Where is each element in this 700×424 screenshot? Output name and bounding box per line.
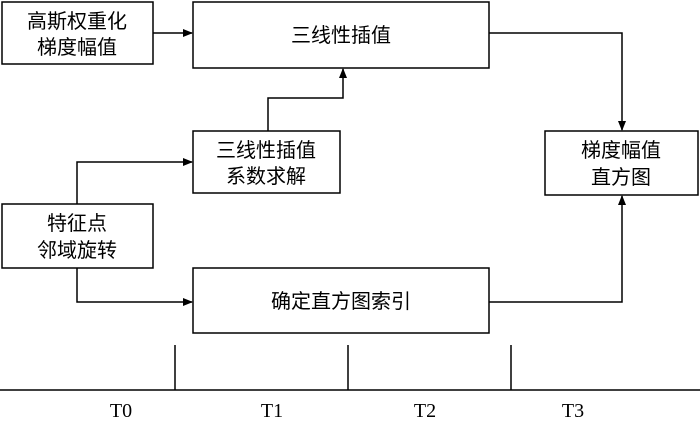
box-label: 直方图 [591, 165, 651, 189]
box-gradient-histogram: 梯度幅值 直方图 [544, 130, 699, 196]
box-label: 确定直方图索引 [271, 289, 411, 313]
box-label: 系数求解 [226, 164, 306, 188]
arrow-rotate-to-index [76, 268, 193, 306]
timeline-label-t0: T0 [110, 400, 132, 422]
box-trilinear-interpolation: 三线性插值 [192, 1, 490, 69]
box-label: 高斯权重化 [27, 9, 127, 33]
box-label: 梯度幅值 [37, 35, 117, 59]
box-gauss-weighted-gradient: 高斯权重化 梯度幅值 [1, 1, 154, 65]
arrow-trilinear-to-histogram [489, 32, 626, 131]
box-keypoint-rotation: 特征点 邻域旋转 [1, 203, 154, 269]
arrow-coeff-to-trilinear [267, 68, 347, 131]
timeline: T0 T1 T2 T3 [0, 345, 700, 422]
box-label: 特征点 [47, 211, 107, 235]
box-histogram-index: 确定直方图索引 [192, 267, 490, 334]
timeline-label-t2: T2 [414, 400, 436, 422]
timeline-label-t1: T1 [261, 400, 283, 422]
arrow-rotate-to-coeff [76, 158, 193, 204]
box-label: 三线性插值 [291, 23, 391, 47]
timeline-label-t3: T3 [562, 400, 584, 422]
arrow-index-to-histogram [489, 195, 626, 303]
box-label: 邻域旋转 [37, 238, 117, 262]
box-label: 三线性插值 [216, 138, 316, 162]
box-trilinear-coefficients: 三线性插值 系数求解 [192, 130, 341, 194]
box-label: 梯度幅值 [581, 138, 661, 162]
